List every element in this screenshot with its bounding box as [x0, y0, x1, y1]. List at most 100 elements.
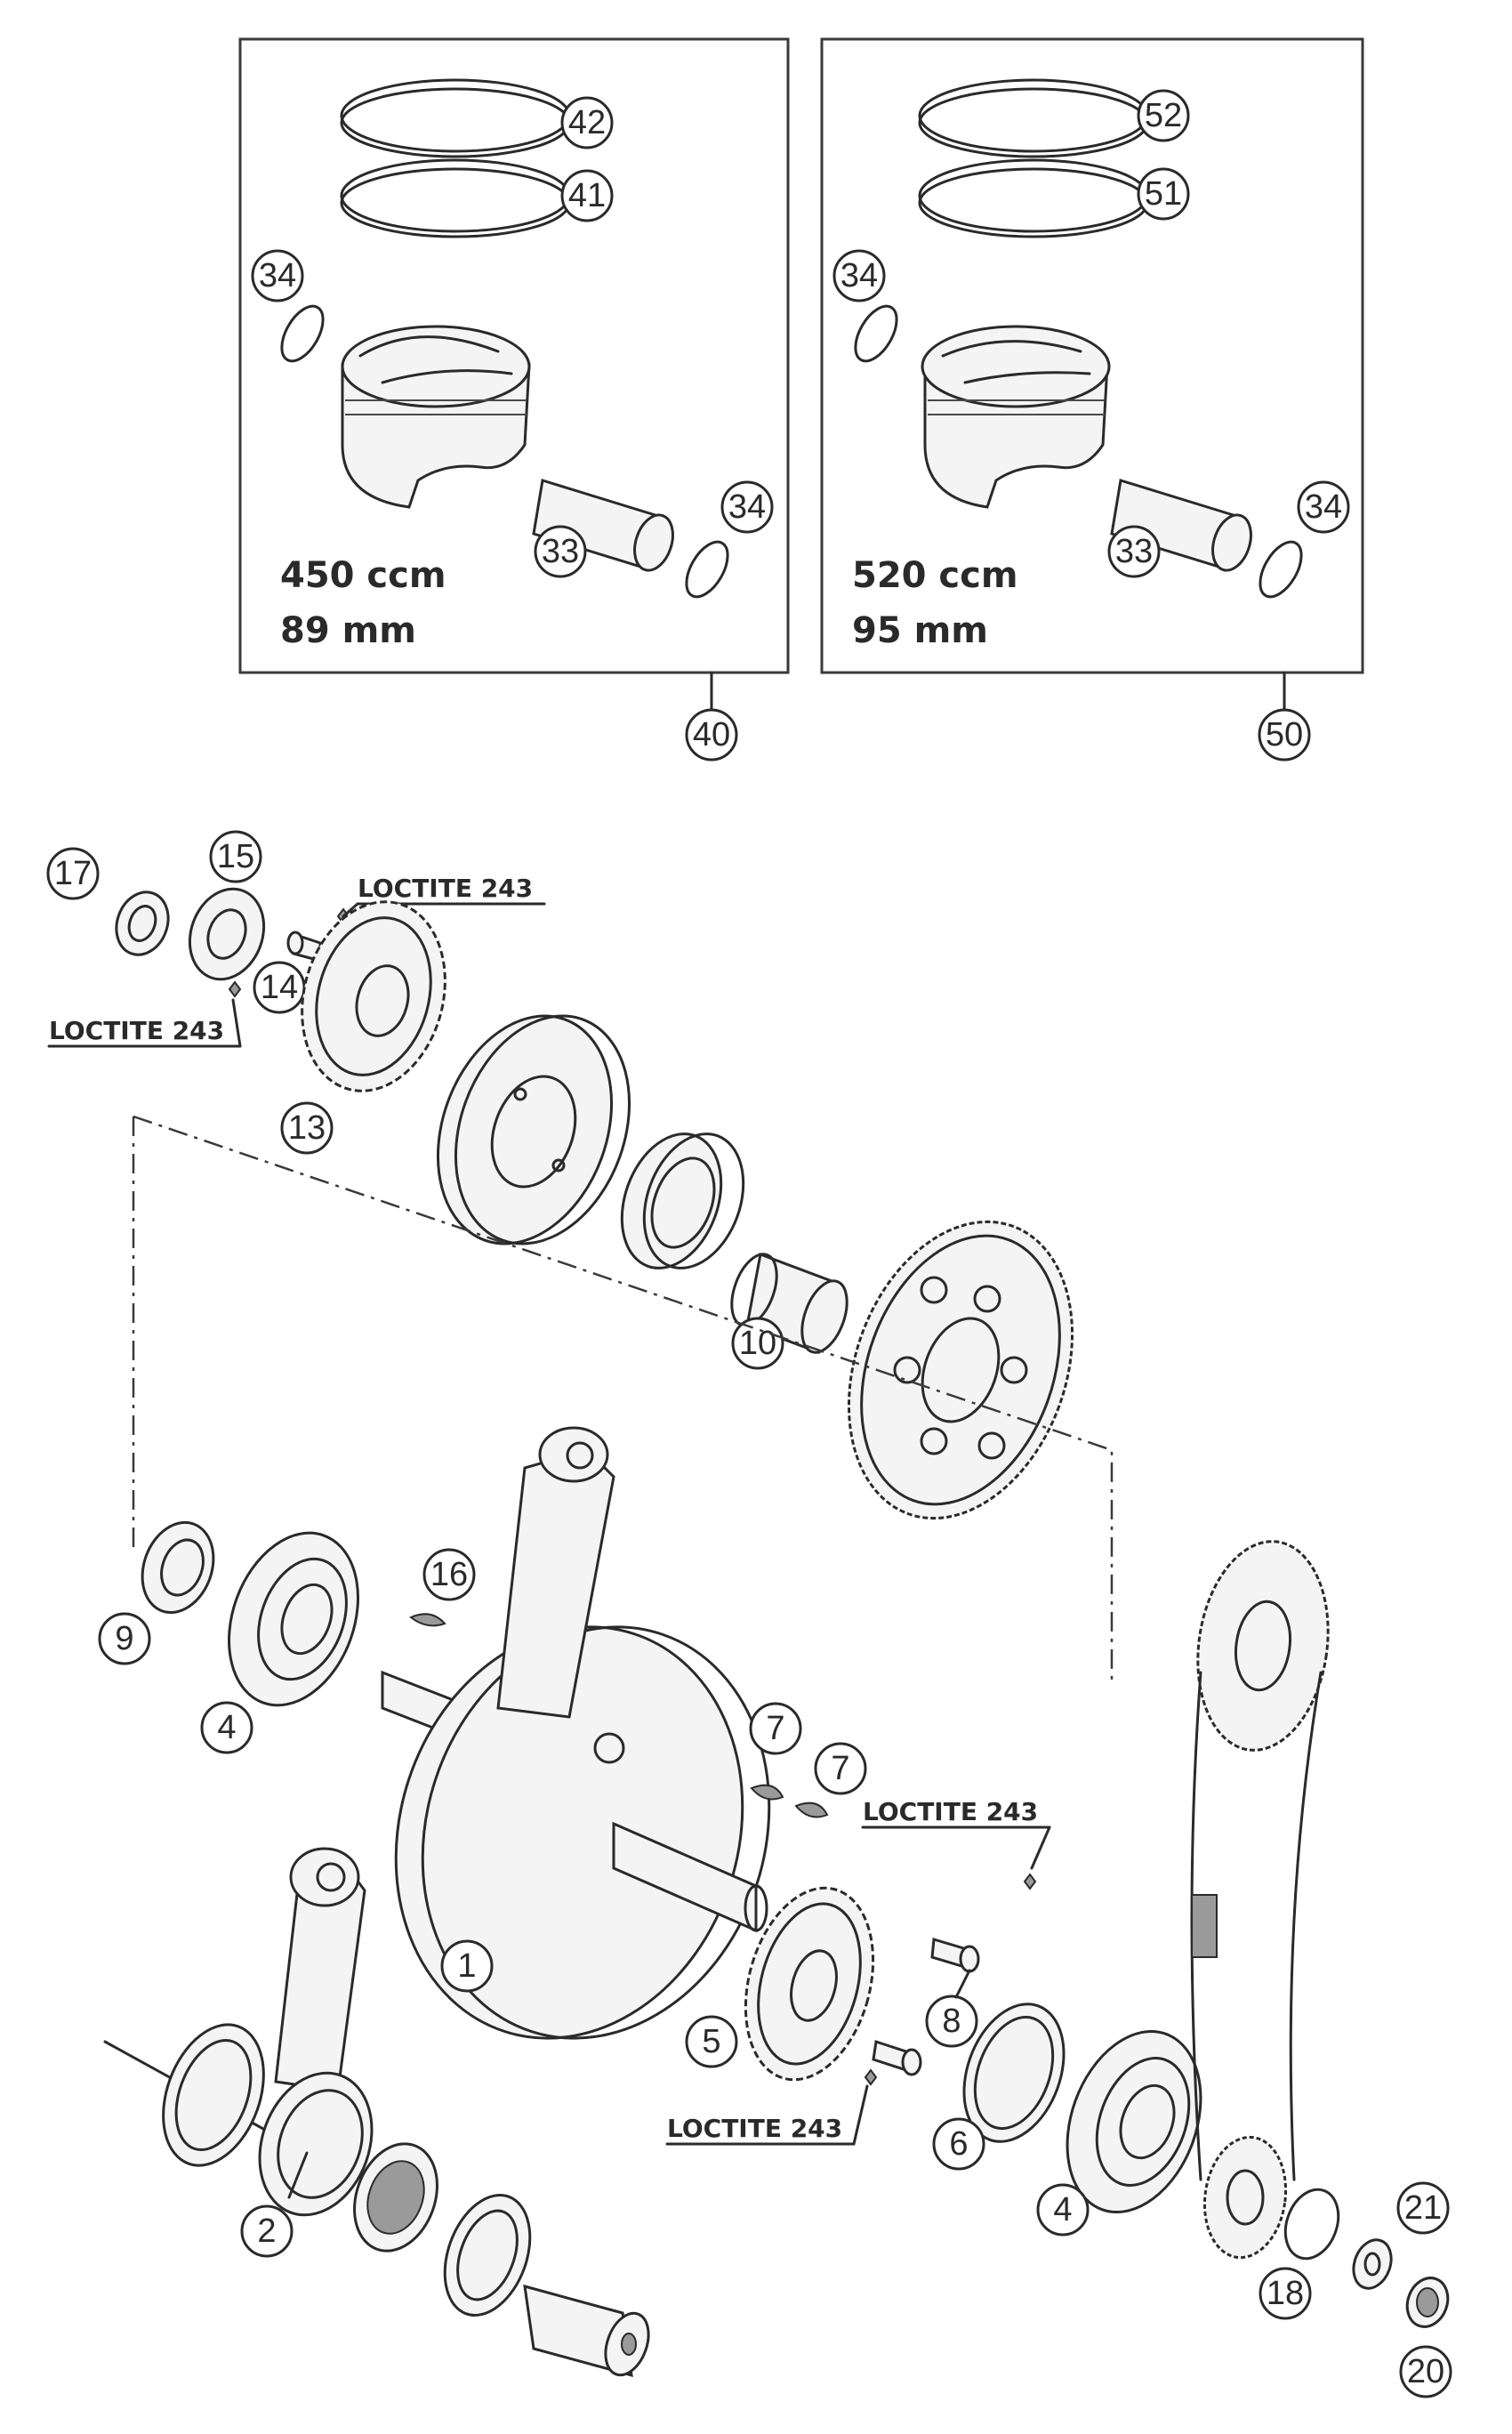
shaft-seal: [115, 891, 170, 956]
callout-4-left: 4: [200, 1701, 253, 1754]
callout-51: 51: [1137, 167, 1190, 221]
key-a: [750, 1784, 784, 1801]
callout-17: 17: [46, 847, 100, 900]
callout-34-left-a: 34: [251, 249, 304, 302]
callout-9: 9: [98, 1612, 151, 1665]
svg-text:21: 21: [1404, 2189, 1442, 2227]
main-bearing-left: [228, 1531, 359, 1707]
displacement-right: 520 ccm: [852, 555, 1018, 596]
displacement-left: 450 ccm: [280, 555, 446, 596]
svg-text:50: 50: [1266, 716, 1303, 754]
callout-40: 40: [685, 708, 738, 762]
bore-left: 89 mm: [280, 610, 416, 651]
svg-text:8: 8: [942, 2003, 961, 2040]
crankshaft: [381, 1426, 771, 2040]
callout-34-right-b: 34: [1297, 480, 1350, 534]
piston-left: [341, 325, 531, 509]
callout-4-right: 4: [1036, 2183, 1090, 2237]
screw-lower: [872, 2040, 922, 2076]
svg-text:18: 18: [1267, 2275, 1304, 2312]
callout-14: 14: [253, 961, 306, 1014]
svg-text:42: 42: [568, 104, 606, 141]
svg-text:13: 13: [288, 1109, 326, 1147]
piston-ring-bottom-left: [340, 158, 571, 233]
callout-34-right-a: 34: [832, 249, 886, 302]
svg-text:10: 10: [739, 1325, 776, 1362]
conrod-needle-cage: [353, 2142, 438, 2253]
piston-ring-top-right: [918, 78, 1149, 153]
callout-1: 1: [440, 1939, 494, 1993]
svg-text:1: 1: [457, 1947, 476, 1985]
callout-42: 42: [560, 96, 614, 149]
piston-pin-left: [532, 479, 674, 572]
bore-right: 95 mm: [852, 610, 988, 651]
callout-41: 41: [560, 169, 614, 222]
crank-pin: [523, 2284, 650, 2378]
main-bearing-right: [1066, 2029, 1202, 2214]
svg-text:17: 17: [54, 855, 92, 892]
svg-text:34: 34: [1305, 488, 1342, 526]
svg-text:9: 9: [115, 1620, 133, 1657]
svg-text:4: 4: [1053, 2191, 1072, 2228]
svg-text:41: 41: [568, 177, 606, 214]
kit-box-left: [238, 37, 790, 674]
piston-right: [921, 325, 1111, 509]
alignment-line: [132, 1115, 1114, 1686]
washer-b: [1352, 2238, 1393, 2290]
loctite-label-mid-right: LOCTITE 243: [863, 1797, 1038, 1826]
screw-upper: [930, 1938, 980, 1973]
svg-text:2: 2: [257, 2212, 276, 2250]
callout-52: 52: [1137, 89, 1190, 142]
shim: [962, 2003, 1066, 2143]
seal-ring: [141, 1520, 215, 1615]
callout-20: 20: [1399, 2345, 1452, 2398]
svg-text:16: 16: [430, 1556, 468, 1593]
circlip-left-b: [854, 304, 898, 363]
callout-15: 15: [209, 830, 262, 883]
key-b: [794, 1801, 829, 1818]
svg-text:6: 6: [949, 2125, 968, 2163]
starter-gear: [301, 900, 446, 1092]
svg-text:34: 34: [259, 257, 296, 294]
circlip: [1283, 2188, 1340, 2261]
callout-33-left: 33: [534, 525, 587, 578]
callout-7-a: 7: [749, 1702, 802, 1755]
flywheel-rotor: [436, 1014, 631, 1245]
svg-text:7: 7: [766, 1710, 784, 1747]
svg-text:51: 51: [1145, 175, 1182, 213]
callout-18: 18: [1259, 2267, 1312, 2320]
freewheel: [620, 1132, 745, 1269]
svg-text:20: 20: [1407, 2353, 1444, 2390]
piston-kit-520: 520 ccm 95 mm 52 51 34 33 34 50: [820, 37, 1364, 762]
callout-5: 5: [685, 2015, 738, 2068]
idler-gear: [847, 1220, 1074, 1520]
piston-ring-top-left: [340, 78, 571, 153]
timing-chain: [1190, 1540, 1330, 2260]
circlip-right-b: [1259, 540, 1303, 599]
svg-text:52: 52: [1145, 97, 1182, 134]
piston-ring-bottom-right: [918, 158, 1149, 233]
nut: [1405, 2277, 1450, 2328]
svg-text:15: 15: [217, 838, 254, 875]
svg-text:7: 7: [831, 1750, 849, 1787]
kit-box-right: [820, 37, 1364, 674]
svg-text:34: 34: [840, 257, 878, 294]
callout-2: 2: [240, 2204, 294, 2258]
loctite-label-top-left: LOCTITE 243: [49, 1016, 224, 1045]
piston-kit-450: 450 ccm 89 mm 42 41 34 33 34 40: [238, 37, 790, 762]
callout-13: 13: [280, 1101, 334, 1155]
conrod-kit: [103, 1847, 650, 2378]
callout-50: 50: [1258, 708, 1311, 762]
circlip-left-a: [280, 304, 325, 363]
svg-text:40: 40: [693, 716, 730, 754]
loctite-label-bottom: LOCTITE 243: [667, 2114, 842, 2143]
callout-33-right: 33: [1107, 525, 1161, 578]
callout-7-b: 7: [814, 1742, 867, 1795]
callout-6: 6: [932, 2117, 985, 2171]
callout-21: 21: [1396, 2181, 1450, 2235]
svg-text:34: 34: [728, 488, 766, 526]
piston-pin-right: [1110, 479, 1252, 572]
callout-8: 8: [925, 1995, 978, 2048]
svg-text:4: 4: [217, 1709, 236, 1746]
washer-bearing: [188, 887, 266, 981]
